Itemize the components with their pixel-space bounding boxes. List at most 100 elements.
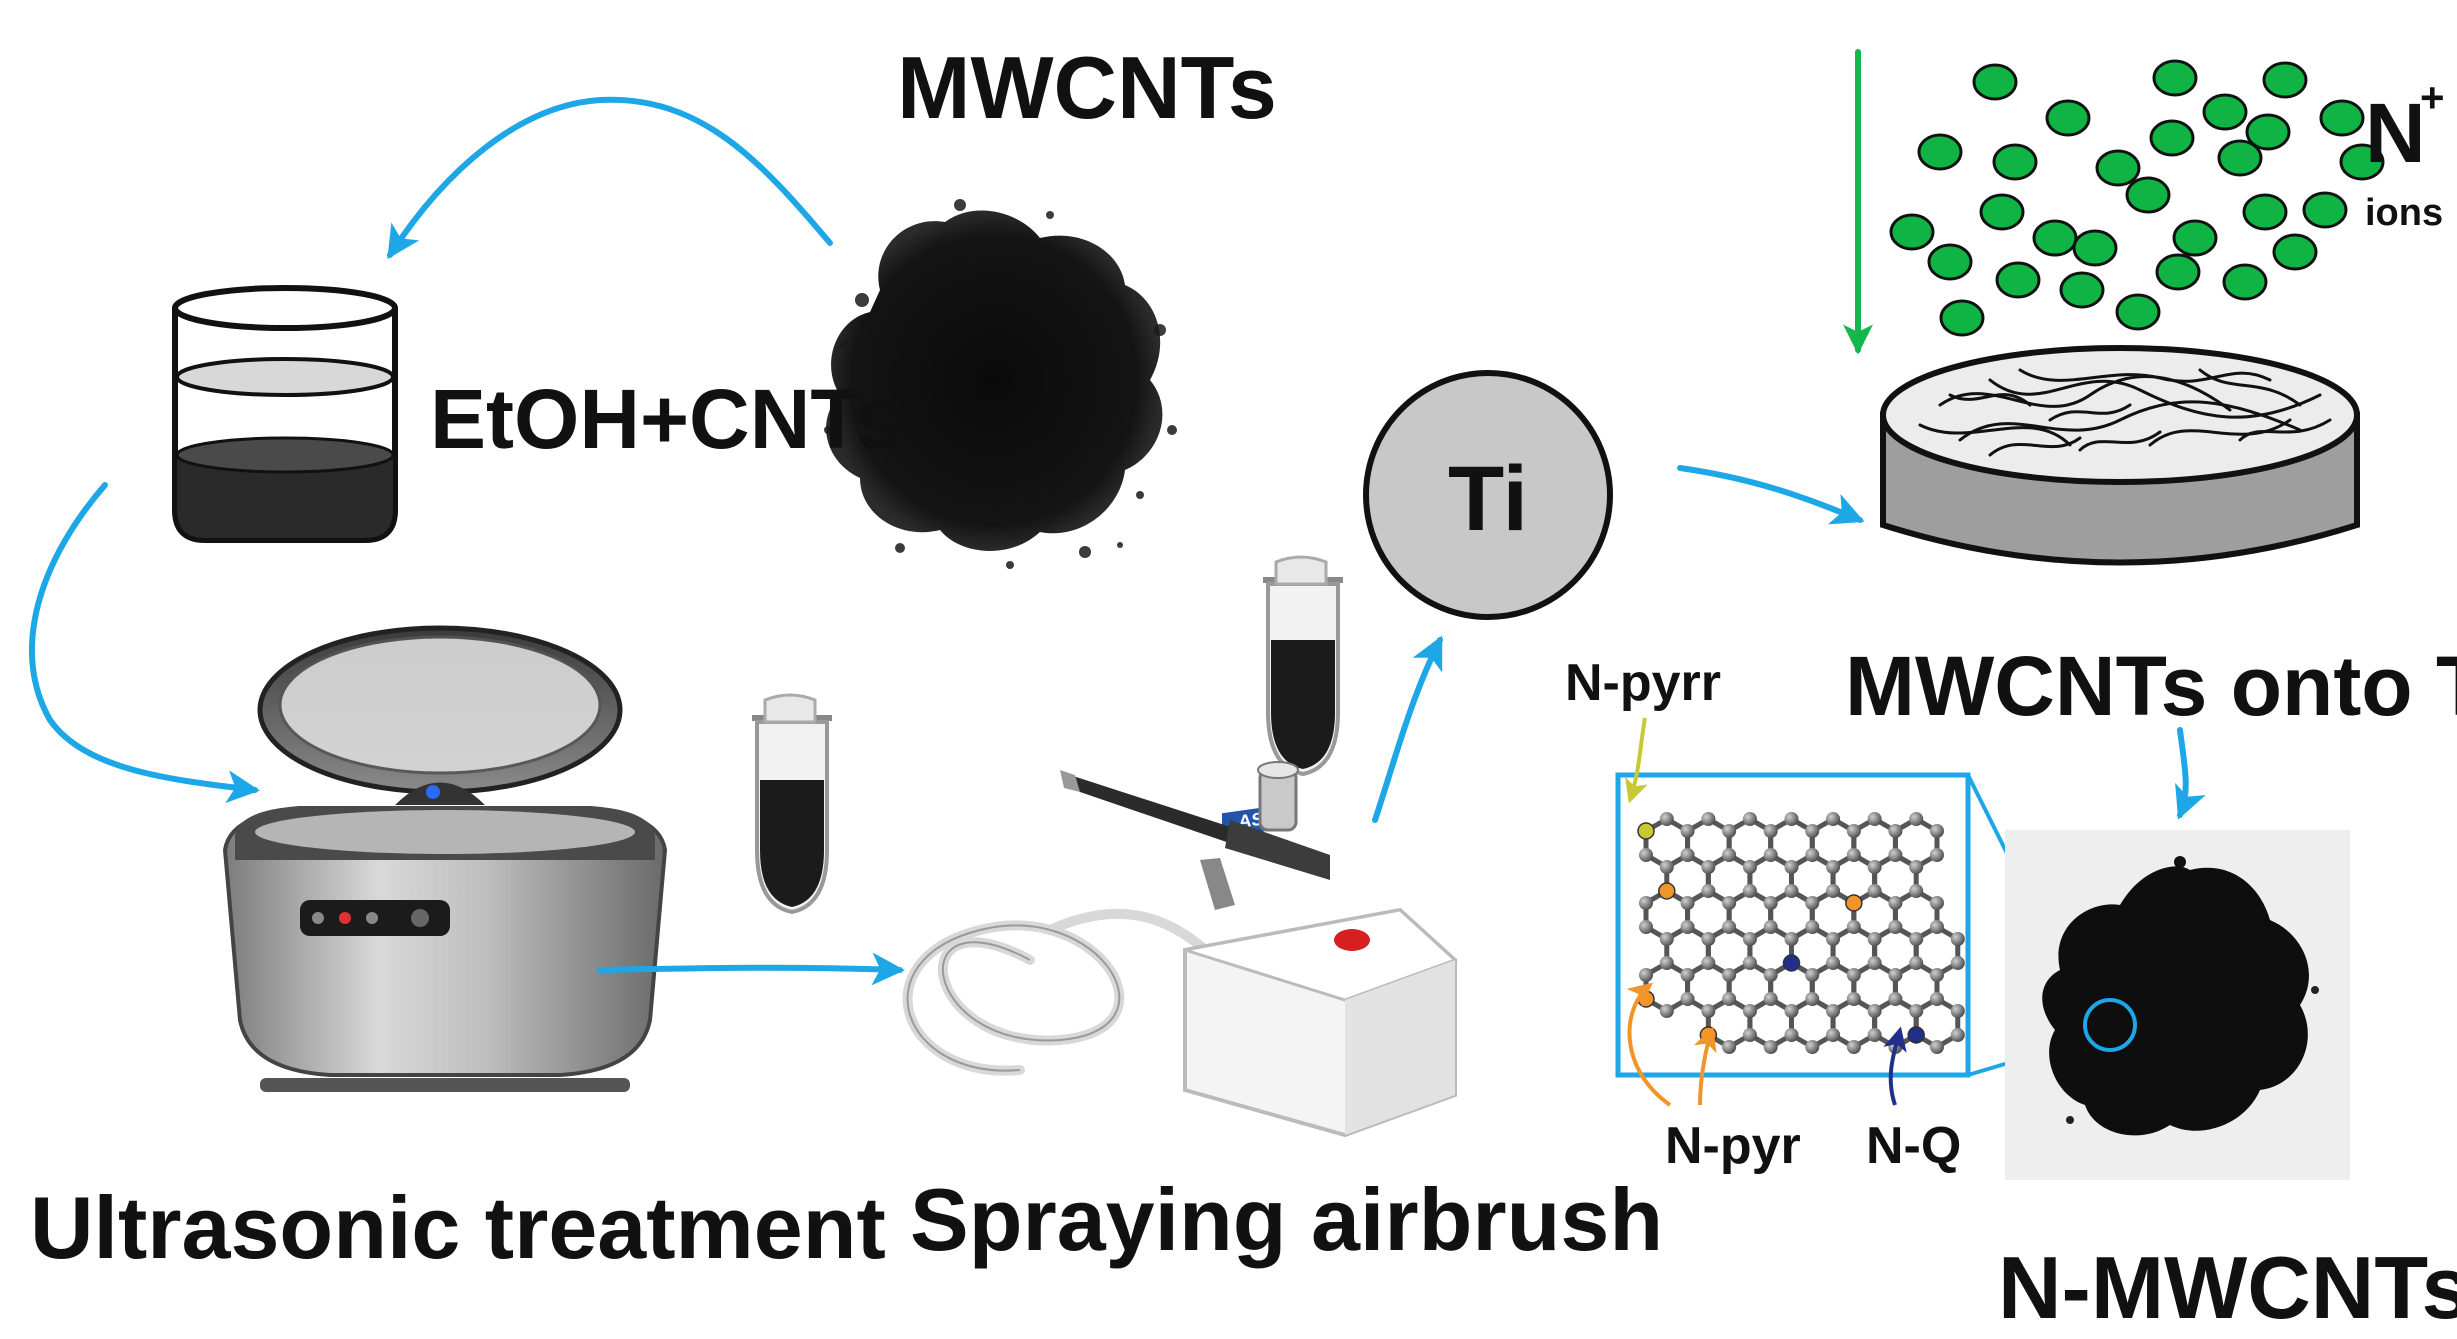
n-pyr-pointer-arrow-1: [1626, 982, 1672, 1107]
lattice-atom: [1680, 968, 1695, 982]
arrow-pellet-to-n-mwcnts: [2175, 727, 2206, 820]
n-q-pointer-arrow: [1883, 1026, 1907, 1106]
lattice-atom: [1742, 932, 1757, 946]
ti-disk: [1363, 370, 1613, 620]
lattice-atom: [1659, 932, 1674, 946]
n-mwcnts-photo: [2005, 830, 2350, 1180]
n-pyrr-pointer-arrow: [1625, 717, 1648, 804]
nanotube-strands: [1918, 368, 2332, 457]
n-pyr-label: N-pyr: [1665, 1117, 1801, 1175]
n-q-label: N-Q: [1866, 1117, 1961, 1175]
lattice-atom: [1826, 812, 1841, 826]
lattice-atom: [1846, 1040, 1861, 1054]
lattice-atom: [1680, 896, 1695, 910]
lattice-atom: [1722, 824, 1737, 838]
lattice-atom: [1763, 920, 1778, 934]
spraying-airbrush-label: Spraying airbrush: [910, 1170, 1663, 1269]
ti-label: Ti: [1448, 448, 1528, 550]
lattice-atom: [1909, 932, 1924, 946]
lattice-atom: [1846, 920, 1861, 934]
lattice-atom: [1909, 956, 1924, 970]
lattice-atom: [1722, 968, 1737, 982]
n-q-dopant-atom: [1907, 1026, 1925, 1044]
lattice-atom: [1805, 1040, 1820, 1054]
lattice-atom: [1888, 824, 1903, 838]
lattice-atom: [1659, 812, 1674, 826]
lattice-atom: [1950, 956, 1965, 970]
lattice-atom: [1722, 848, 1737, 862]
arrow-mwcnts-to-beaker: [387, 96, 833, 260]
lattice-atom: [1867, 1028, 1882, 1042]
n-pyr-dopant-atom: [1658, 882, 1676, 900]
lattice-atom: [1909, 1004, 1924, 1018]
n-pyrr-dopant-atom: [1637, 822, 1655, 840]
lattice-atom: [1867, 1004, 1882, 1018]
lattice-atom: [1722, 920, 1737, 934]
lattice-atom: [1929, 896, 1944, 910]
lattice-atom: [1805, 992, 1820, 1006]
lattice-atom: [1909, 812, 1924, 826]
lattice-atom: [1888, 848, 1903, 862]
lattice-atom: [1763, 848, 1778, 862]
lattice-atom: [1929, 992, 1944, 1006]
lattice-atom: [1763, 824, 1778, 838]
mwcnts-onto-ti-label: MWCNTs onto Ti: [1845, 639, 2457, 733]
lattice-atom: [1888, 920, 1903, 934]
lattice-atom: [1701, 860, 1716, 874]
lattice-atom: [1784, 884, 1799, 898]
lattice-atom: [1867, 860, 1882, 874]
lattice-atom: [1867, 932, 1882, 946]
lattice-atom: [1846, 992, 1861, 1006]
lattice-atom: [1680, 824, 1695, 838]
n-pyrr-label: N-pyrr: [1565, 654, 1721, 712]
lattice-atom: [1826, 884, 1841, 898]
lattice-atom: [1888, 992, 1903, 1006]
lattice-atom: [1742, 1004, 1757, 1018]
lattice-atom: [1639, 896, 1653, 910]
n-plus-superscript: +: [2420, 74, 2445, 121]
lattice-atom: [1680, 848, 1695, 862]
test-tube-icon-right: [1263, 555, 1343, 777]
lattice-atom: [1805, 848, 1820, 862]
beaker-icon: [172, 285, 398, 543]
lattice-atom: [1659, 860, 1674, 874]
lattice-atom: [1909, 884, 1924, 898]
lattice-atom: [1846, 968, 1861, 982]
lattice-atom: [1784, 932, 1799, 946]
lattice-atom: [1680, 992, 1695, 1006]
lattice-atom: [1659, 956, 1674, 970]
n-mwcnts-label: N-MWCNTs: [1998, 1238, 2457, 1337]
lattice-atom: [1867, 956, 1882, 970]
lattice-atom: [1826, 1004, 1841, 1018]
ultrasonic-treatment-label: Ultrasonic treatment: [30, 1178, 886, 1277]
lattice-atom: [1701, 884, 1716, 898]
lattice-atom: [1742, 860, 1757, 874]
lattice-atom: [1722, 896, 1737, 910]
lattice-atom: [1950, 932, 1965, 946]
lattice-atom: [1867, 812, 1882, 826]
ultrasonic-bath-image: [222, 625, 668, 1092]
lattice-atom: [1722, 1040, 1737, 1054]
lattice-atom: [1784, 812, 1799, 826]
lattice-atom: [1909, 860, 1924, 874]
lattice-atom: [1639, 968, 1653, 982]
lattice-atom: [1888, 968, 1903, 982]
lattice-atom: [1826, 1028, 1841, 1042]
lattice-atom: [1929, 1040, 1944, 1054]
lattice-atom: [1742, 956, 1757, 970]
lattice-atom: [1950, 1028, 1965, 1042]
lattice-atom: [1722, 992, 1737, 1006]
lattice-atom: [1805, 896, 1820, 910]
lattice-atom: [1805, 824, 1820, 838]
lattice-atom: [1639, 920, 1653, 934]
mwcnts-on-ti-pellet: [1880, 345, 2360, 566]
lattice-atom: [1950, 1004, 1965, 1018]
lattice-atom: [1929, 968, 1944, 982]
lattice-atom: [1659, 1004, 1674, 1018]
arrow-ti-to-pellet: [1677, 465, 1865, 525]
lattice-atom: [1826, 956, 1841, 970]
lattice-atom: [1701, 812, 1716, 826]
arrow-beaker-to-ultrasonic: [28, 482, 260, 804]
lattice-atom: [1763, 968, 1778, 982]
